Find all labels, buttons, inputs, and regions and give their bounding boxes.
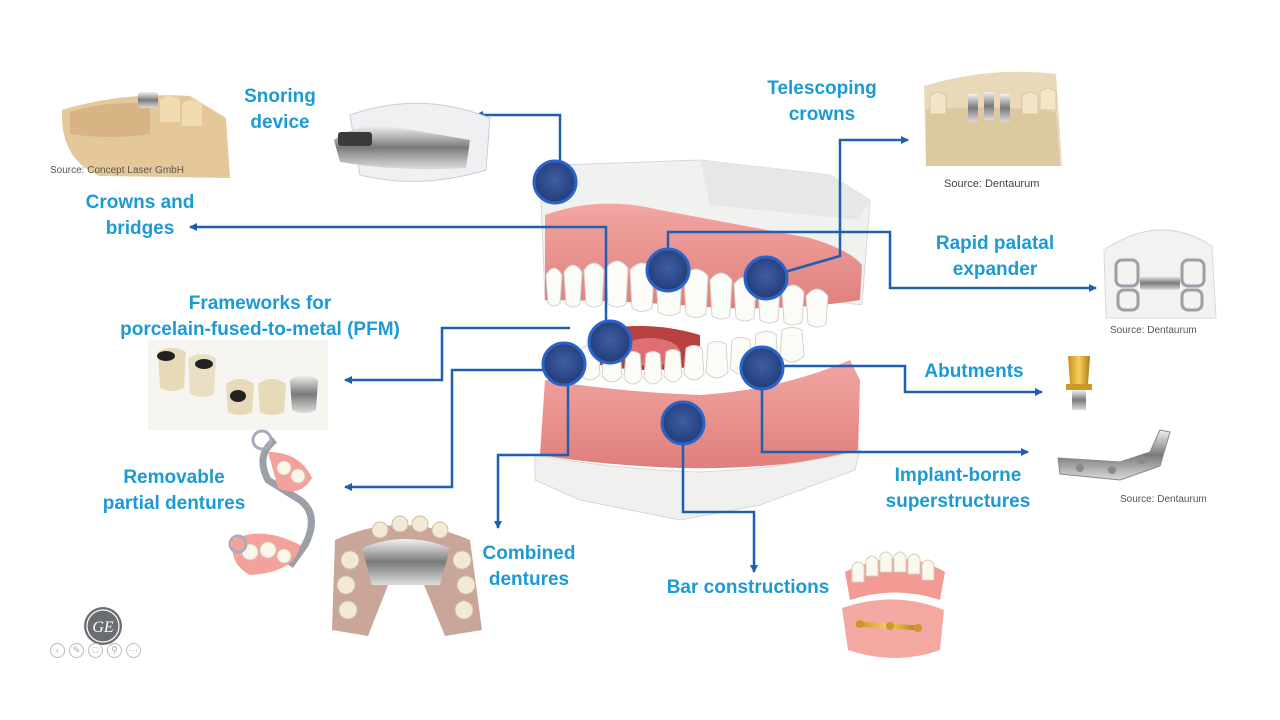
removable-denture-image xyxy=(228,429,315,575)
connector-frameworks xyxy=(344,326,570,384)
connector-removable xyxy=(344,368,560,491)
abutment-image xyxy=(1066,356,1092,410)
previous-icon[interactable]: ‹ xyxy=(50,643,65,658)
jaw-model-illustration xyxy=(534,159,871,521)
hotspot-bar[interactable] xyxy=(660,400,706,446)
slide-controls: ‹ ✎ □ ⚲ ⋯ xyxy=(50,643,141,658)
label-abutments: Abutments xyxy=(924,361,1024,382)
telescoping-crowns-image xyxy=(924,71,1062,166)
pfm-frameworks-image xyxy=(148,340,328,430)
hotspot-palatal[interactable] xyxy=(645,247,691,293)
source-dentaurum-palatal: Source: Dentaurum xyxy=(1110,325,1197,336)
connector-bar xyxy=(681,423,758,573)
hotspot-telescoping[interactable] xyxy=(743,255,789,301)
connector-combined xyxy=(494,372,570,529)
bar-construction-image xyxy=(842,551,945,658)
connector-crowns-bridges xyxy=(189,223,608,330)
connector-implant xyxy=(760,372,1029,456)
snoring-device-image xyxy=(334,102,491,182)
source-concept-laser: Source: Concept Laser GmbH xyxy=(50,165,184,176)
source-dentaurum-implant: Source: Dentaurum xyxy=(1120,494,1207,505)
connector-lines xyxy=(189,111,1097,573)
hotspot-crowns-bridges[interactable] xyxy=(587,319,633,365)
hotspot-frameworks-removable[interactable] xyxy=(541,341,587,387)
hotspot-abutments-implant[interactable] xyxy=(739,345,785,391)
combined-denture-image xyxy=(332,515,482,636)
ge-monogram-logo: GE xyxy=(84,607,122,645)
zoom-icon[interactable]: ⚲ xyxy=(107,643,122,658)
hotspot-snoring[interactable] xyxy=(532,159,578,205)
source-dentaurum-telescoping: Source: Dentaurum xyxy=(944,178,1040,190)
pen-icon[interactable]: ✎ xyxy=(69,643,84,658)
palatal-expander-image xyxy=(1103,229,1217,319)
implant-superstructure-image xyxy=(1057,429,1171,481)
connector-telescoping xyxy=(763,136,909,280)
connector-abutments xyxy=(762,364,1043,396)
crowns-bridges-image xyxy=(61,92,231,178)
label-bar-constructions: Bar constructions xyxy=(666,577,830,598)
svg-text:GE: GE xyxy=(92,619,114,636)
more-icon[interactable]: ⋯ xyxy=(126,643,141,658)
hotspots xyxy=(532,159,789,446)
copy-icon[interactable]: □ xyxy=(88,643,103,658)
connector-palatal xyxy=(666,230,1097,292)
connector-snoring xyxy=(475,111,562,170)
